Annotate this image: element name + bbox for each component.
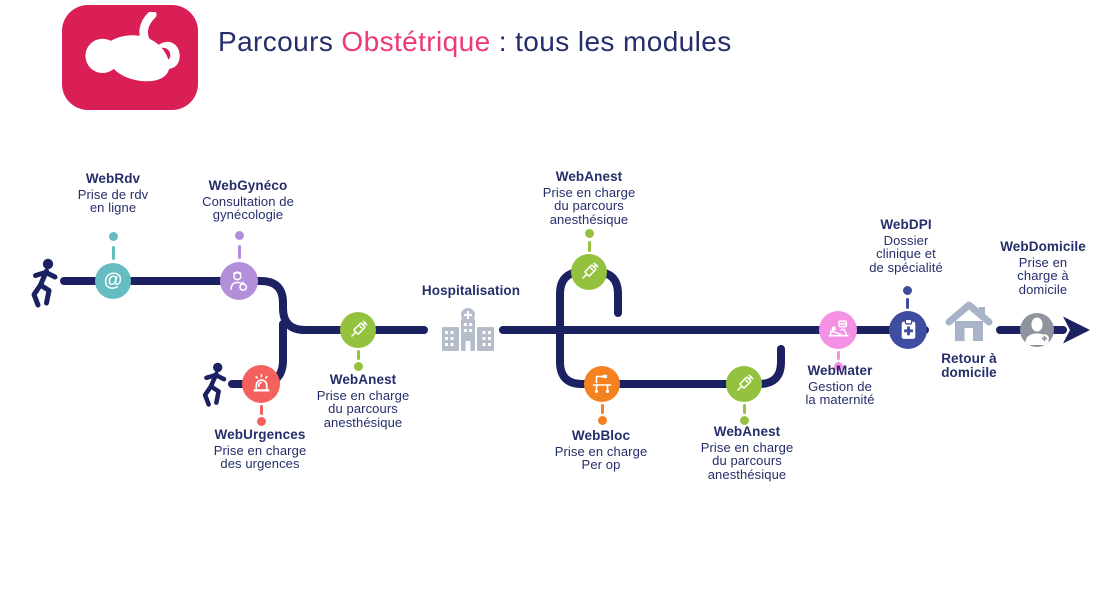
- module-weburgences-circle: [242, 365, 280, 403]
- label-webdpi: WebDPI Dossier clinique et de spécialité: [869, 217, 943, 275]
- stem-webanest-pre: [357, 350, 360, 360]
- arrow-right-icon: [1063, 316, 1090, 344]
- label-webmater: WebMater Gestion de la maternité: [805, 363, 875, 407]
- stem-webgyneco: [238, 245, 241, 259]
- label-retour-domicile: Retour à domicile: [941, 351, 997, 380]
- clipboard-cross-icon: [901, 318, 915, 339]
- umbilical-cord-stroke: [139, 11, 157, 50]
- syringe-icon: [737, 374, 754, 391]
- dot-webanest-post: [740, 416, 749, 425]
- label-webanest-parcours: WebAnest Prise en charge du parcours ane…: [542, 169, 636, 227]
- dot-webbloc: [598, 416, 607, 425]
- stem-weburgences: [260, 405, 263, 415]
- dot-webmater: [834, 362, 843, 371]
- stem-webdpi: [906, 298, 909, 309]
- module-webdomicile-circle: [1020, 313, 1054, 347]
- module-webrdv-circle: @: [95, 263, 131, 299]
- label-webdomicile: WebDomicile Prise en charge à domicile: [1000, 239, 1086, 297]
- module-webmater-circle: [819, 311, 857, 349]
- module-webgyneco-circle: [220, 262, 258, 300]
- hospital-icon: [442, 308, 494, 351]
- label-weburgences: WebUrgences Prise en charge des urgences: [213, 427, 307, 471]
- label-webgyneco: WebGynéco Consultation de gynécologie: [202, 178, 294, 222]
- running-person-icon: [31, 258, 58, 308]
- running-person-icon: [202, 362, 227, 407]
- at-sign-icon: @: [103, 269, 123, 291]
- stem-webrdv: [112, 246, 115, 260]
- dot-webdpi: [903, 286, 912, 295]
- dot-webanest-pre: [354, 362, 363, 371]
- syringe-icon: [582, 262, 599, 279]
- title-highlight: Obstétrique: [341, 26, 491, 57]
- page-title: Parcours Obstétrique : tous les modules: [218, 26, 732, 58]
- person-plus-icon: [1025, 317, 1049, 345]
- label-webbloc: WebBloc Prise en charge Per op: [554, 428, 648, 472]
- syringe-icon: [351, 320, 368, 337]
- maternity-bed-icon: [827, 319, 849, 336]
- module-webbloc-circle: [584, 366, 620, 402]
- stem-webanest-post: [743, 404, 746, 414]
- siren-icon: [252, 373, 270, 392]
- label-hospitalisation: Hospitalisation: [421, 283, 521, 298]
- label-webanest-pre: WebAnest Prise en charge du parcours ane…: [316, 372, 410, 430]
- app-logo: [62, 5, 198, 110]
- label-webrdv: WebRdv Prise de rdv en ligne: [77, 171, 149, 215]
- title-prefix: Parcours: [218, 26, 342, 57]
- module-webanest-post-circle: [726, 366, 762, 402]
- dot-webgyneco: [235, 231, 244, 240]
- title-suffix: : tous les modules: [490, 26, 732, 57]
- operating-table-icon: [592, 374, 612, 393]
- dot-webrdv: [109, 232, 118, 241]
- fetus-icon: [85, 11, 180, 81]
- path-top-row: [60, 277, 428, 334]
- dot-webanest-parcours: [585, 229, 594, 238]
- dot-weburgences: [257, 417, 266, 426]
- module-webanest-parcours-circle: [571, 254, 607, 290]
- stem-webbloc: [601, 404, 604, 414]
- path-bloc-loop: [556, 268, 785, 388]
- stem-webanest-parcours: [588, 241, 591, 252]
- house-icon: [945, 301, 993, 341]
- doctor-icon: [230, 271, 248, 292]
- stem-webmater: [837, 351, 840, 360]
- label-webanest-post: WebAnest Prise en charge du parcours ane…: [700, 424, 794, 482]
- module-webdpi-circle: [889, 311, 927, 349]
- module-webanest-pre-circle: [340, 312, 376, 348]
